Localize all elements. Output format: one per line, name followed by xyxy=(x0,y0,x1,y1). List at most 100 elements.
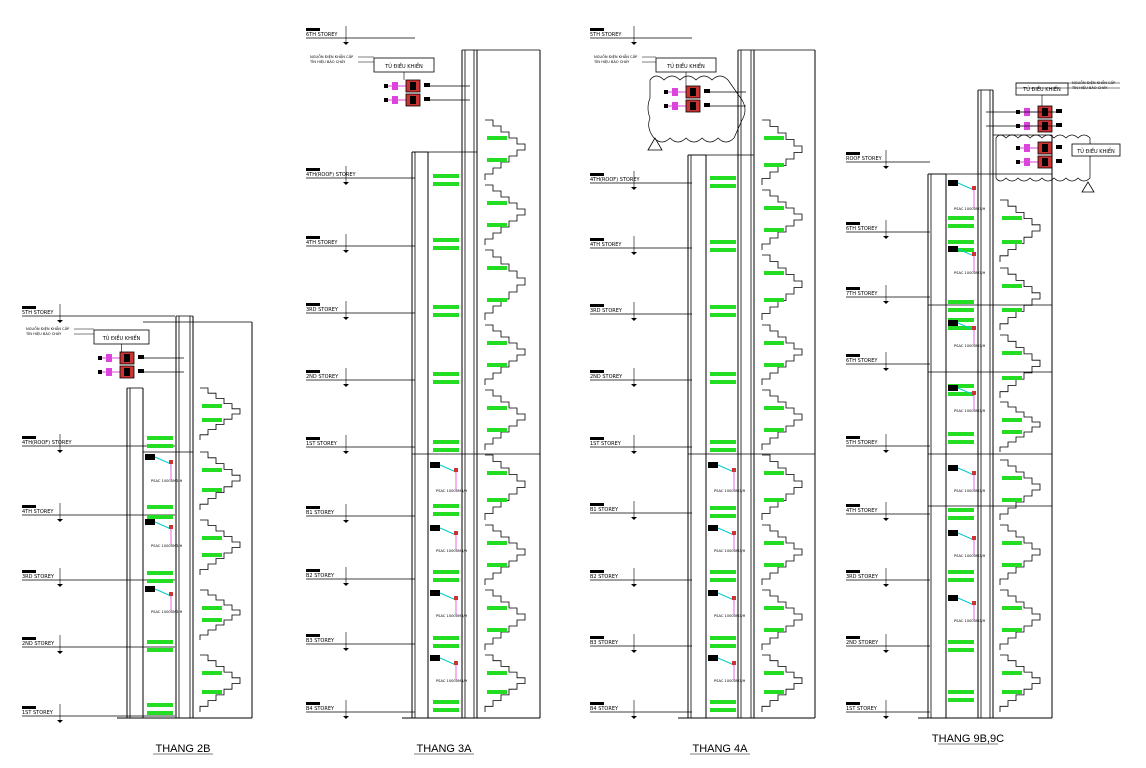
level-tag-bar xyxy=(590,238,604,241)
stair-landing-marker xyxy=(1002,351,1022,355)
stair-landing-marker xyxy=(1002,690,1022,694)
stair-flight xyxy=(761,654,803,712)
supply-air-damper-marker xyxy=(710,570,736,574)
fan-spec-label: PSAC 10000M3/H xyxy=(151,479,183,483)
supply-air-damper-marker xyxy=(433,636,459,640)
stair-landing-marker xyxy=(487,541,507,545)
stair-landing-marker xyxy=(202,488,222,492)
fan-unit-icon xyxy=(145,519,155,525)
stair-landing-marker xyxy=(487,498,507,502)
supply-air-damper-marker xyxy=(710,636,736,640)
level-arrow-icon xyxy=(343,42,349,45)
level-tag-bar xyxy=(590,503,604,506)
valve-icon xyxy=(1016,146,1020,150)
supply-air-damper-marker xyxy=(433,644,459,648)
stair-landing-marker xyxy=(1002,541,1022,545)
stair-landing-marker xyxy=(764,541,784,545)
stair-landing-marker xyxy=(202,690,222,694)
level-arrow-icon xyxy=(631,650,637,653)
smoke-damper-icon xyxy=(454,468,458,472)
level-tag-bar xyxy=(22,570,36,573)
stair-flight xyxy=(999,459,1041,520)
damper-actuator-icon xyxy=(106,368,112,376)
supply-air-damper-marker xyxy=(948,240,974,244)
valve-icon xyxy=(98,356,102,360)
stair-landing-marker xyxy=(202,418,222,422)
fan-spec-label: PSAC 10000M3/H xyxy=(714,549,746,553)
supply-air-damper-marker xyxy=(710,184,736,188)
floor-label: 6TH STOREY xyxy=(846,358,878,364)
stair-flight xyxy=(761,589,803,650)
supply-air-damper-marker xyxy=(710,372,736,376)
stair-landing-marker xyxy=(1002,628,1022,632)
shaft-title: THANG 4A xyxy=(692,743,748,755)
stair-landing-marker xyxy=(487,606,507,610)
supply-air-damper-marker xyxy=(948,570,974,574)
supply-air-damper-marker xyxy=(948,318,974,322)
stair-landing-marker xyxy=(764,628,784,632)
floor-label: 6TH STOREY xyxy=(846,226,878,232)
fan-outlet-icon xyxy=(704,103,710,107)
level-arrow-icon xyxy=(631,318,637,321)
level-arrow-icon xyxy=(883,716,889,719)
floor-label: 2ND STOREY xyxy=(590,374,623,380)
fan-outlet-icon xyxy=(424,83,430,87)
valve-icon xyxy=(384,98,388,102)
smoke-damper-icon xyxy=(169,525,173,529)
stair-flight xyxy=(199,387,241,440)
stair-flight xyxy=(484,389,526,450)
stair-flight xyxy=(999,401,1041,452)
level-tag-bar xyxy=(306,236,320,239)
supply-air-damper-marker xyxy=(433,440,459,444)
level-arrow-icon xyxy=(343,250,349,253)
fan-spec-label: PSAC 10000M3/H xyxy=(954,489,986,493)
fan-motor-icon xyxy=(410,82,416,90)
level-tag-bar xyxy=(306,168,320,171)
stair-flight xyxy=(999,589,1041,650)
supply-air-damper-marker xyxy=(948,508,974,512)
fan-unit-icon xyxy=(430,590,440,596)
stair-landing-marker xyxy=(764,341,784,345)
fan-spec-label: PSAC 10000M3/H xyxy=(436,549,468,553)
smoke-damper-icon xyxy=(972,252,976,256)
supply-air-damper-marker xyxy=(433,700,459,704)
panel-note: TÍN HIỆU BÁO CHÁY xyxy=(309,59,346,64)
damper-actuator-icon xyxy=(106,354,112,362)
level-tag-bar xyxy=(22,706,36,709)
supply-air-damper-marker xyxy=(948,384,974,388)
stair-landing-marker xyxy=(487,563,507,567)
stair-landing-marker xyxy=(487,363,507,367)
stair-landing-marker xyxy=(202,468,222,472)
control-panel-label: TỦ ĐIỀU KHIỂN xyxy=(666,62,705,70)
level-arrow-icon xyxy=(631,517,637,520)
stair-landing-marker xyxy=(487,428,507,432)
supply-air-damper-marker xyxy=(147,515,173,519)
fan-spec-label: PSAC 10000M3/H xyxy=(436,489,468,493)
supply-air-damper-marker xyxy=(433,512,459,516)
fan-unit-icon xyxy=(145,454,155,460)
level-tag-bar xyxy=(590,702,604,705)
floor-label: 4TH(ROOF) STOREY xyxy=(22,440,73,446)
level-tag-bar xyxy=(846,354,860,357)
level-tag-bar xyxy=(590,570,604,573)
valve-icon xyxy=(384,84,388,88)
floor-label: 3RD STOREY xyxy=(846,574,879,580)
supply-air-damper-marker xyxy=(433,504,459,508)
level-tag-bar xyxy=(306,370,320,373)
level-tag-bar xyxy=(22,505,36,508)
smoke-damper-icon xyxy=(972,536,976,540)
supply-air-damper-marker xyxy=(433,246,459,250)
level-tag-bar xyxy=(306,506,320,509)
level-arrow-icon xyxy=(343,520,349,523)
supply-air-damper-marker xyxy=(710,578,736,582)
fan-spec-label: PSAC 10000M3/H xyxy=(714,489,746,493)
fan-motor-icon xyxy=(124,368,130,376)
stair-landing-marker xyxy=(764,606,784,610)
supply-air-damper-marker xyxy=(710,313,736,317)
fan-unit-icon xyxy=(948,246,958,252)
level-tag-bar xyxy=(590,173,604,176)
